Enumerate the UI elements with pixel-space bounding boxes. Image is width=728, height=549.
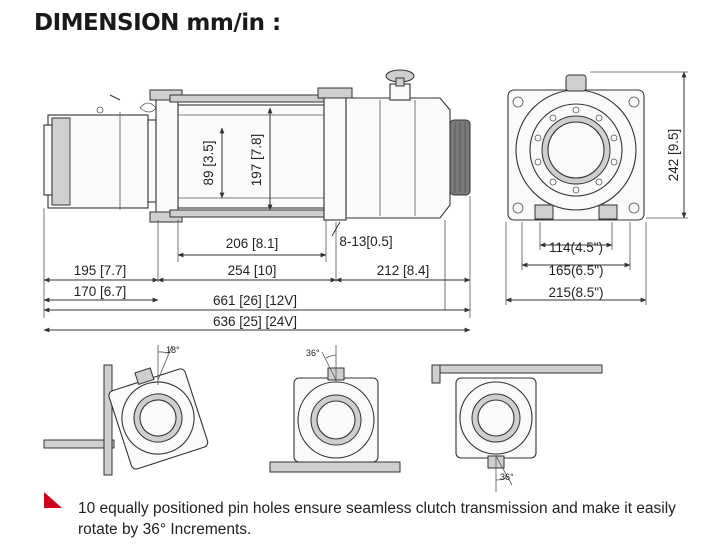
end-view-height-label: 242 [9.5] <box>666 129 681 182</box>
right-support <box>323 89 347 221</box>
rotation-view-1 <box>43 345 209 476</box>
gearbox-housing <box>345 97 451 219</box>
flange-height-label: 197 [7.8] <box>249 134 264 187</box>
end-view-winch <box>507 74 645 221</box>
drum <box>177 104 325 209</box>
left-support <box>155 93 179 220</box>
motor-length-label: 195 [7.7] <box>74 263 127 278</box>
top-lug <box>565 74 587 92</box>
bolt-spec-label: 8-13[0.5] <box>339 234 392 249</box>
horizontal-dimension-lines <box>43 221 471 333</box>
page-title: DIMENSION mm/in : <box>34 10 281 36</box>
pin-holes <box>534 106 618 194</box>
flange-spacing-label: 254 [10] <box>228 263 277 278</box>
motor-end-cap <box>51 117 71 206</box>
rotation-angle-3-label: 36° <box>500 472 514 482</box>
bolt-spacing-inner-label: 114(4.5") <box>549 240 603 255</box>
rotation-view-3 <box>431 364 603 492</box>
rotation-angle-2-label: 36° <box>306 348 320 358</box>
bolt-spacing-mid-label: 165(6.5") <box>548 263 603 278</box>
overall-width-label: 215(8.5") <box>548 285 603 300</box>
end-view-dimension-lines <box>505 71 687 303</box>
rotation-angle-1-label: 18° <box>166 345 180 355</box>
tie-bar-top <box>169 94 339 103</box>
triangle-marker-icon <box>44 492 62 508</box>
drum-inner-height-label: 89 [3.5] <box>201 140 216 185</box>
tie-bar-bottom <box>169 209 339 218</box>
overall-length-12v-label: 661 [26] [12V] <box>213 293 297 308</box>
overall-length-24v-label: 636 [25] [24V] <box>213 314 297 329</box>
motor-to-foot-label: 170 [6.7] <box>74 284 127 299</box>
gearbox-length-label: 212 [8.4] <box>377 263 430 278</box>
side-view-winch <box>43 69 471 223</box>
drum-length-label: 206 [8.1] <box>226 236 279 251</box>
end-view-extension-lines <box>505 71 688 305</box>
rotation-note: 10 equally positioned pin holes ensure s… <box>78 500 676 538</box>
drum-dimension-lines <box>219 107 273 211</box>
rotation-view-2 <box>269 345 401 473</box>
extension-lines <box>43 196 471 318</box>
